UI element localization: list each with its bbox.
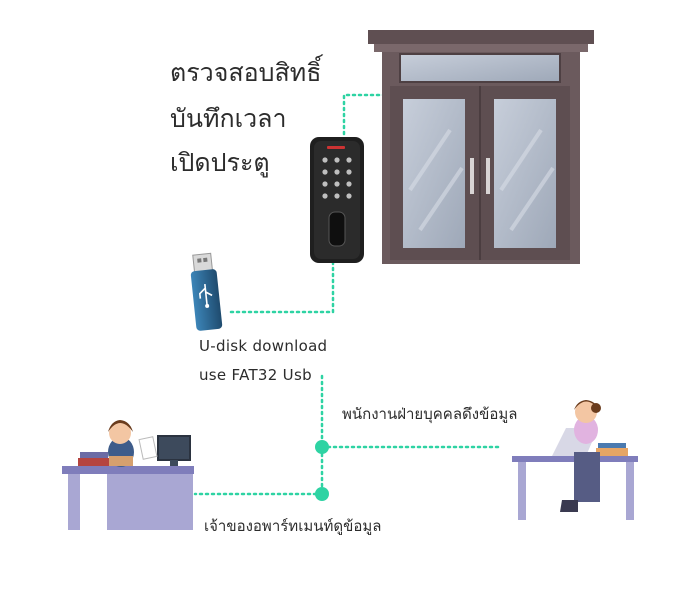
fingerprint-keypad-icon — [310, 137, 364, 263]
double-door-icon — [368, 30, 594, 264]
role-owner: เจ้าของอพาร์ทเมนท์ดูข้อมูล — [204, 517, 382, 535]
junction-node-owner — [315, 487, 329, 501]
junction-node-hr — [315, 440, 329, 454]
office-worker-computer-icon — [62, 420, 194, 530]
feature-verify: ตรวจสอบสิทธิ์ — [170, 58, 322, 87]
usb-label-line1: U-disk download — [199, 337, 328, 355]
role-hr-staff: พนักงานฝ่ายบุคคลดึงข้อมูล — [342, 405, 518, 423]
feature-time-record: บันทึกเวลา — [170, 104, 287, 133]
office-worker-laptop-icon — [512, 400, 638, 520]
usb-label-line2: use FAT32 Usb — [199, 366, 312, 384]
connector-device-usb — [225, 260, 335, 314]
feature-open-door: เปิดประตู — [170, 148, 270, 177]
usb-flash-drive-icon — [190, 252, 223, 331]
